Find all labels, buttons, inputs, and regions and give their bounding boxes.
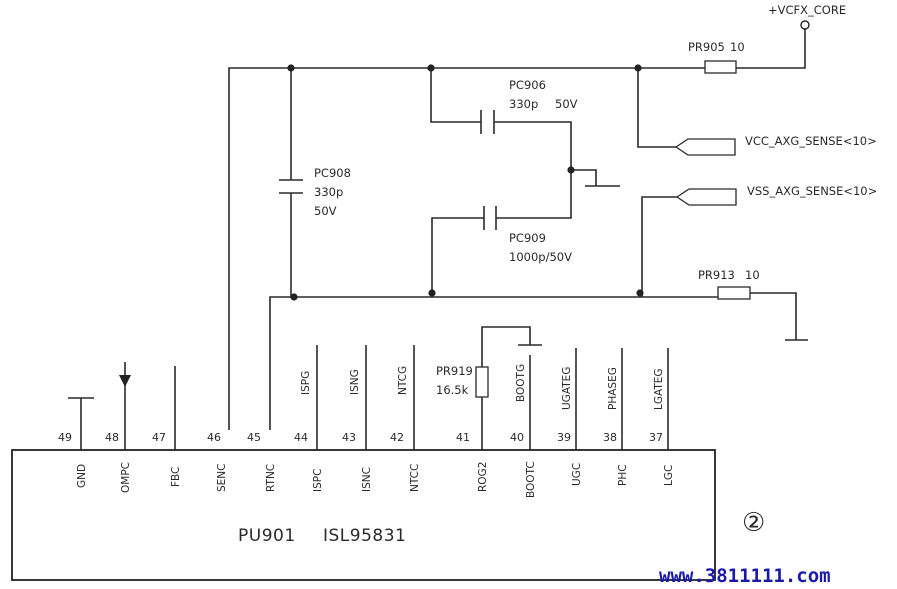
pc906-voltage: 50V: [555, 97, 578, 111]
wires: [228, 29, 806, 450]
pin-name: ISNC: [361, 467, 373, 492]
pin-name: LGC: [663, 465, 675, 486]
arrow-down-icon: [119, 375, 131, 387]
chip-part: ISL95831: [323, 526, 406, 546]
figure-badge: ②: [742, 508, 765, 538]
resistor-pr905-icon: [704, 60, 737, 74]
pin-name: RTNC: [265, 464, 277, 492]
capacitor-pc908-icon: [279, 179, 303, 194]
net-label-lgateg: LGATEG: [653, 368, 665, 410]
pin-number: 38: [603, 431, 617, 444]
net-label-ntcg: NTCG: [397, 366, 409, 395]
net-label-bootg: BOOTG: [515, 364, 527, 402]
pin-name: OMPC: [120, 462, 132, 493]
junction-dot: [287, 64, 295, 72]
pr913-value: 10: [745, 268, 760, 282]
power-rail-label: +VCFX_CORE: [768, 3, 846, 17]
net-label-isng: ISNG: [349, 369, 361, 395]
pc909-value: 1000p/50V: [509, 250, 572, 264]
pin-name: FBC: [170, 467, 182, 487]
resistor-pr919-icon: [475, 366, 489, 398]
pin-number: 39: [557, 431, 571, 444]
pin-number: 44: [294, 431, 308, 444]
pin-stubs: [68, 345, 669, 450]
pin-name: BOOTC: [525, 461, 537, 498]
pr919-value: 16.5k: [436, 383, 469, 397]
pin-number: 49: [58, 431, 72, 444]
pin-number: 45: [247, 431, 261, 444]
junction-dot: [428, 289, 436, 297]
pr905-value: 10: [730, 40, 745, 54]
junction-dot: [634, 64, 642, 72]
net-label-ispg: ISPG: [300, 371, 312, 395]
junction-dot: [290, 293, 298, 301]
port-vss-sense-icon: [675, 188, 737, 206]
pc908-ref: PC908: [314, 166, 351, 180]
pc909-ref: PC909: [509, 231, 546, 245]
pin-numbers: 49 48 47 46 45 44 43 42 41 40 39 38 37: [58, 431, 663, 444]
junction-dot: [636, 289, 644, 297]
pin-name: ISPC: [312, 469, 324, 492]
pin-number: 43: [342, 431, 356, 444]
pc906-value: 330p: [509, 97, 538, 111]
pin-number: 40: [510, 431, 524, 444]
power-terminal-icon: [800, 20, 810, 30]
watermark-url: www.3811111.com: [659, 565, 831, 587]
vcc-sense-label: VCC_AXG_SENSE<10>: [745, 134, 877, 148]
pc908-value: 330p: [314, 185, 343, 199]
pin-number: 47: [152, 431, 166, 444]
net-label-phaseg: PHASEG: [607, 367, 619, 410]
pin-name: PHC: [617, 464, 629, 486]
pin-number: 42: [390, 431, 404, 444]
pin-number: 46: [207, 431, 221, 444]
pin-name: NTCC: [409, 464, 421, 492]
port-vcc-sense-icon: [674, 138, 736, 156]
junctions: [287, 64, 644, 301]
resistor-pr913-icon: [717, 286, 751, 300]
net-label-ugateg: UGATEG: [561, 367, 573, 410]
pc906-ref: PC906: [509, 78, 546, 92]
junction-dot: [427, 64, 435, 72]
capacitor-pc909-icon: [483, 206, 497, 230]
pin-number: 48: [105, 431, 119, 444]
capacitor-pc906-icon: [480, 110, 495, 134]
pr919-ref: PR919: [436, 364, 473, 378]
chip-body: [11, 449, 716, 581]
pin-names: GND OMPC FBC SENC RTNC ISPC ISNC NTCC RO…: [76, 461, 675, 498]
pc908-voltage: 50V: [314, 204, 337, 218]
pin-number: 41: [456, 431, 470, 444]
junction-dot: [567, 166, 575, 174]
pr913-ref: PR913: [698, 268, 735, 282]
chip-ref: PU901: [238, 526, 296, 546]
pin-name: UGC: [571, 463, 583, 486]
pr905-ref: PR905: [688, 40, 725, 54]
vss-sense-label: VSS_AXG_SENSE<10>: [747, 184, 877, 198]
pin-name: ROG2: [477, 462, 489, 492]
pin-name: GND: [76, 464, 88, 488]
pin-name: SENC: [216, 464, 228, 493]
pin-number: 37: [649, 431, 663, 444]
